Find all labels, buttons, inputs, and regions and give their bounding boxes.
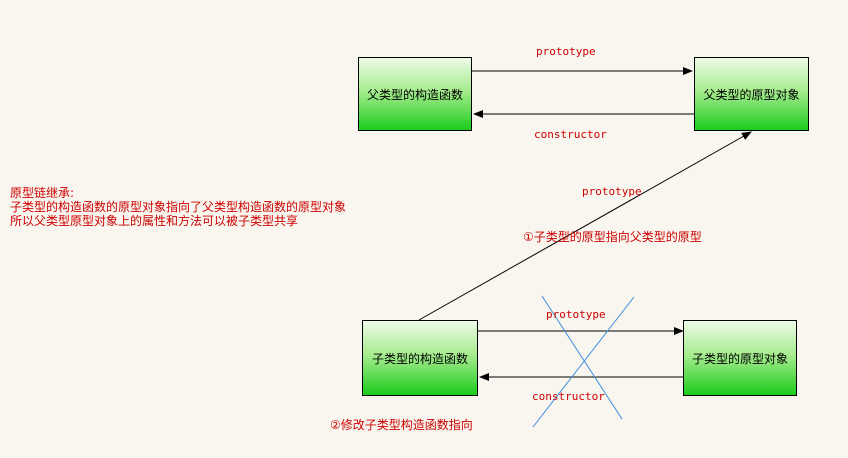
child-prototype-object-box: 子类型的原型对象	[683, 320, 797, 396]
edge-label-child-constructor: constructor	[532, 390, 605, 403]
step2-annotation: ②修改子类型构造函数指向	[330, 418, 473, 432]
cross-mark-line-2	[532, 296, 635, 428]
child-prototype-object-label: 子类型的原型对象	[691, 351, 788, 366]
edge-label-diagonal-prototype: prototype	[582, 185, 642, 198]
child-constructor-label: 子类型的构造函数	[371, 351, 468, 366]
cross-mark-line-1	[541, 295, 623, 420]
inheritance-line-2: 所以父类型原型对象上的属性和方法可以被子类型共享	[10, 214, 299, 228]
inheritance-title: 原型链继承:	[10, 186, 75, 200]
parent-prototype-object-box: 父类型的原型对象	[694, 57, 809, 131]
parent-constructor-box: 父类型的构造函数	[358, 57, 472, 131]
inheritance-explanation: 原型链继承: 子类型的构造函数的原型对象指向了父类型构造函数的原型对象 所以父类…	[10, 186, 346, 228]
edge-label-parent-constructor: constructor	[534, 128, 607, 141]
edge-label-child-prototype: prototype	[546, 308, 606, 321]
parent-prototype-object-label: 父类型的原型对象	[703, 87, 800, 102]
edge-label-parent-prototype: prototype	[536, 45, 596, 58]
inheritance-line-1: 子类型的构造函数的原型对象指向了父类型构造函数的原型对象	[10, 200, 347, 214]
child-constructor-box: 子类型的构造函数	[362, 320, 478, 396]
arrow-child-to-parent-prototype	[418, 131, 752, 321]
step1-annotation: ①子类型的原型指向父类型的原型	[523, 230, 702, 244]
parent-constructor-label: 父类型的构造函数	[366, 87, 463, 102]
